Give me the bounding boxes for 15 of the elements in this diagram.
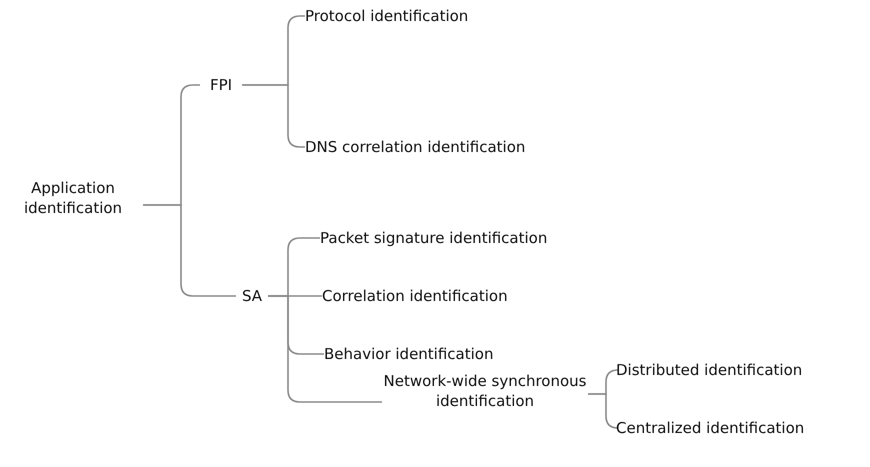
node-label: Protocol identification xyxy=(305,6,468,26)
node-label: Application identification xyxy=(22,178,124,218)
node-label: FPI xyxy=(210,75,232,95)
bracket-connector xyxy=(143,204,236,297)
bracket-connector xyxy=(242,84,305,148)
node-label: Correlation identification xyxy=(322,286,508,306)
node-label: DNS correlation identification xyxy=(305,137,526,157)
node-label: Centralized identification xyxy=(616,418,804,438)
node-label: Network-wide synchronous identification xyxy=(382,371,588,411)
node-label: Packet signature identification xyxy=(320,228,548,248)
node-label: Behavior identification xyxy=(324,344,494,364)
bracket-connector xyxy=(588,393,619,429)
bracket-connector xyxy=(268,295,382,403)
node-label: Distributed identification xyxy=(616,360,802,380)
node-label: SA xyxy=(242,286,262,306)
